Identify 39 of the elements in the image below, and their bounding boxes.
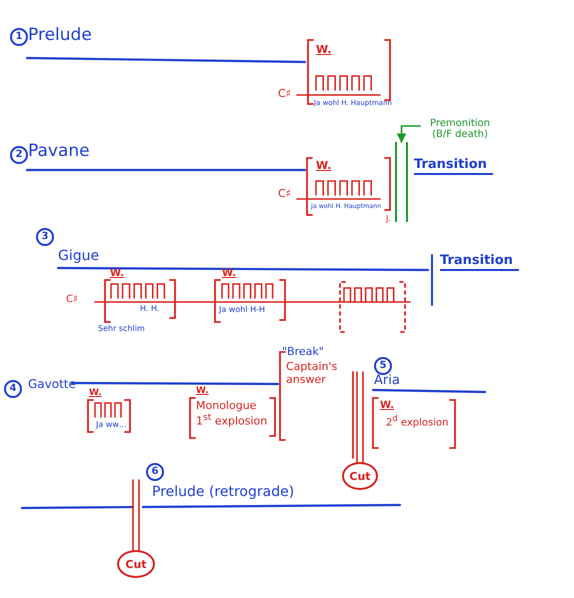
transition-heading: Transition	[414, 158, 493, 175]
lyric-text: Ja wohl H-H	[219, 305, 265, 314]
note-text: Premonition (B/F death)	[420, 118, 500, 140]
note-text: Captain's answer	[286, 361, 338, 386]
voice-mark: W.	[316, 160, 332, 173]
voice-mark: W.	[316, 44, 332, 57]
section-title: Gigue	[58, 248, 100, 264]
section-number: 1	[10, 28, 28, 46]
section-title: Pavane	[28, 142, 90, 162]
voice-mark: W.	[196, 386, 209, 396]
transition-bar	[395, 142, 408, 222]
section-title: Prelude (retrograde)	[152, 484, 294, 500]
note-text: 2$^{d}$ explosion	[386, 414, 448, 429]
pitch-label: C♯	[278, 188, 292, 201]
note-text: Monologue 1$^{st}$ explosion	[196, 400, 268, 428]
lyric-text: Ja ww…	[96, 420, 127, 430]
transition-heading: Transition	[440, 254, 519, 271]
arrow	[396, 125, 421, 143]
section-title: Gavotte	[28, 378, 76, 392]
cut-circle: Cut	[342, 462, 378, 490]
voice-mark: W.	[110, 268, 124, 280]
pitch-label: C♯	[278, 88, 292, 101]
section-title: Prelude	[28, 26, 92, 46]
note-text: "Break"	[282, 346, 324, 359]
pitch-label: C♯	[66, 294, 78, 306]
section-number: 3	[36, 228, 54, 246]
section-number: 6	[146, 463, 164, 481]
section-number: 4	[4, 380, 22, 398]
lyric-text: Sehr schlim	[98, 324, 145, 334]
voice-mark: W.	[222, 268, 236, 280]
lyric-text: H. H.	[140, 304, 160, 314]
section-number: 2	[10, 146, 28, 164]
cut-circle: Cut	[117, 550, 155, 578]
section-number: 5	[374, 357, 392, 375]
cut-line	[356, 371, 364, 464]
cut-line	[132, 479, 140, 552]
voice-mark: W.	[89, 388, 102, 398]
voice-mark: W.	[380, 400, 394, 412]
section-title: Aria	[374, 374, 400, 389]
